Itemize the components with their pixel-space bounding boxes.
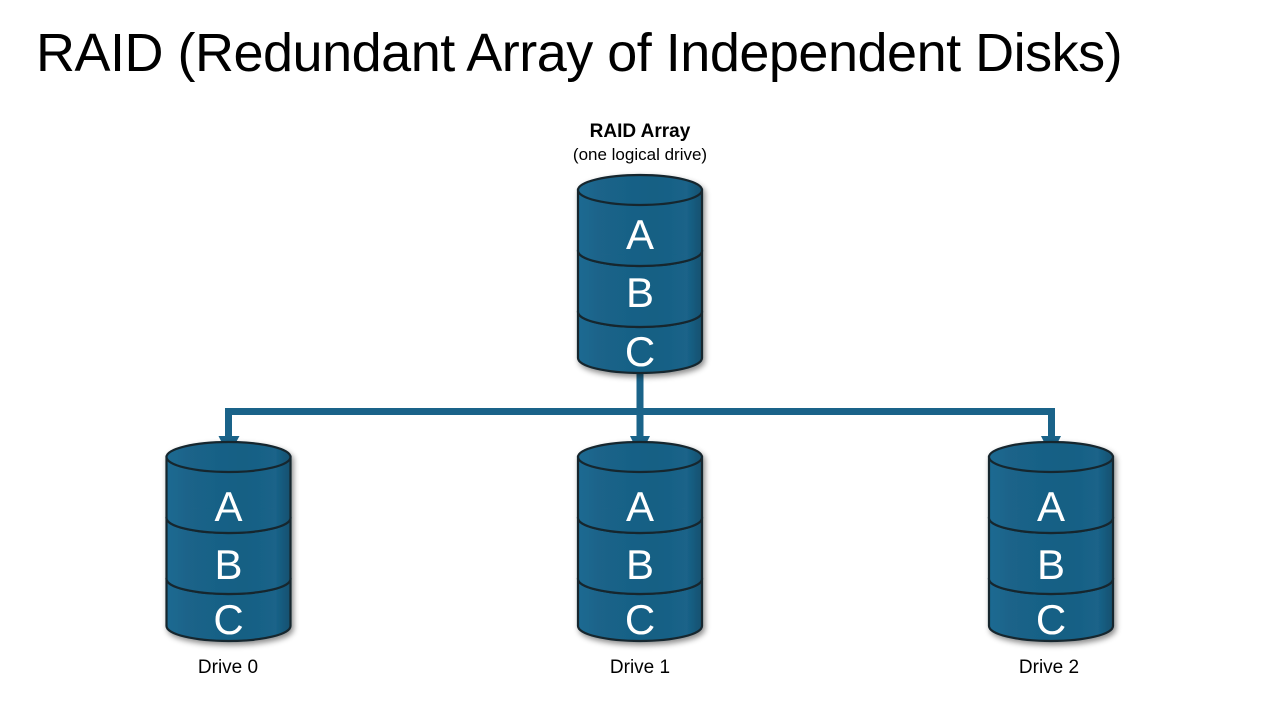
drive-2-block-a (987, 440, 1115, 535)
drive-2-block-c-label: C (1036, 596, 1066, 643)
page-title: RAID (Redundant Array of Independent Dis… (36, 23, 1123, 83)
raid-array-caption: RAID Array (one logical drive) (490, 120, 790, 166)
raid-array-caption-sub: (one logical drive) (572, 145, 708, 164)
drive-0-block-b-label: B (214, 541, 242, 588)
drive-0-block-a-label: A (214, 483, 242, 530)
drive-1-block-c-label: C (625, 596, 655, 643)
drive-2-cylinder: A B C (987, 440, 1115, 643)
raid-array-cylinder: A B C (576, 173, 704, 375)
connector-stem (636, 368, 644, 415)
drive-2-block-b-label: B (1037, 541, 1065, 588)
drive-1-block-b-label: B (626, 541, 654, 588)
drive-1-label: Drive 1 (609, 657, 671, 678)
drive-0-label: Drive 0 (197, 657, 259, 678)
drive-0-block-a (165, 440, 292, 535)
drive-1-block-a (576, 440, 704, 535)
raid-array-block-a-label: A (626, 211, 654, 258)
drive-2-block-a-label: A (1037, 483, 1065, 530)
raid-array-block-a (576, 173, 704, 268)
raid-array-block-c-label: C (625, 328, 655, 375)
drive-2-label: Drive 2 (1018, 657, 1080, 678)
drive-1-block-a-label: A (626, 483, 654, 530)
raid-array-caption-main: RAID Array (589, 121, 691, 142)
raid-array-block-b-label: B (626, 269, 654, 316)
drive-1-cylinder: A B C (576, 440, 704, 643)
drive-0-block-c-label: C (213, 596, 243, 643)
drive-0-cylinder: A B C (165, 440, 292, 643)
